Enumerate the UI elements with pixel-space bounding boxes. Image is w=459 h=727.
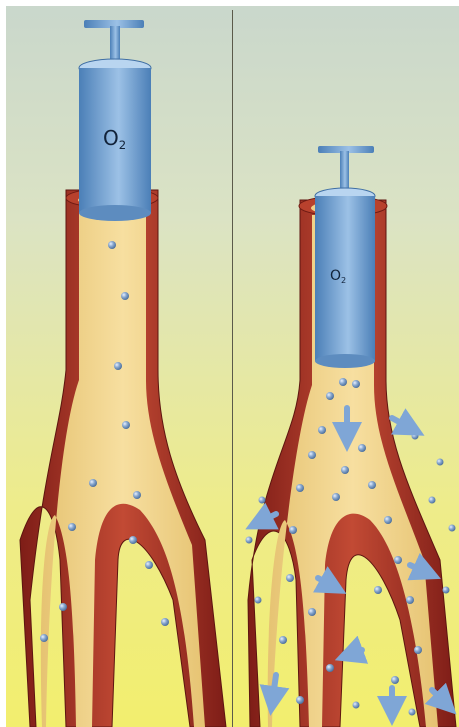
right-syringe-label: O2 <box>330 268 346 285</box>
oxygen-bubble-icon <box>308 451 316 459</box>
oxygen-bubble-icon <box>114 362 122 370</box>
panel-divider <box>232 10 233 727</box>
right-syringe <box>315 146 375 368</box>
oxygen-bubble-icon <box>339 378 347 386</box>
oxygen-bubble-icon <box>296 484 304 492</box>
oxygen-bubble-icon <box>326 392 334 400</box>
oxygen-bubble-icon <box>133 491 141 499</box>
left-syringe-label: O2 <box>103 126 126 152</box>
oxygen-bubble-icon <box>145 561 153 569</box>
oxygen-bubble-icon <box>289 526 297 534</box>
oxygen-bubble-icon <box>59 603 67 611</box>
oxygen-bubble-icon <box>412 433 419 440</box>
oxygen-bubble-icon <box>40 634 48 642</box>
oxygen-bubble-icon <box>353 702 360 709</box>
oxygen-bubble-icon <box>414 646 422 654</box>
oxygen-bubble-icon <box>308 608 316 616</box>
diffusion-arrow-icon <box>272 675 276 704</box>
oxygen-bubble-icon <box>129 536 137 544</box>
oxygen-bubble-icon <box>68 523 76 531</box>
oxygen-bubble-icon <box>352 380 360 388</box>
oxygen-bubble-icon <box>326 664 334 672</box>
oxygen-bubble-icon <box>296 696 304 704</box>
oxygen-bubble-icon <box>332 493 340 501</box>
oxygen-bubble-icon <box>318 426 326 434</box>
oxygen-bubble-icon <box>394 556 402 564</box>
oxygen-bubble-icon <box>391 676 399 684</box>
oxygen-bubble-icon <box>89 479 97 487</box>
oxygen-bubble-icon <box>121 292 129 300</box>
label-sub: 2 <box>119 138 126 152</box>
oxygen-bubble-icon <box>122 421 130 429</box>
oxygen-bubble-icon <box>437 459 444 466</box>
left-syringe <box>79 20 151 221</box>
oxygen-bubble-icon <box>443 587 450 594</box>
oxygen-bubble-icon <box>406 596 414 604</box>
oxygen-bubble-icon <box>259 497 266 504</box>
oxygen-bubble-icon <box>265 687 272 694</box>
oxygen-bubble-icon <box>449 525 456 532</box>
left-artery <box>20 188 226 727</box>
oxygen-bubble-icon <box>255 597 262 604</box>
oxygen-bubble-icon <box>286 574 294 582</box>
oxygen-bubble-icon <box>341 466 349 474</box>
oxygen-bubble-icon <box>279 636 287 644</box>
oxygen-bubble-icon <box>368 481 376 489</box>
oxygen-bubble-icon <box>409 709 416 716</box>
oxygen-bubble-icon <box>246 537 253 544</box>
oxygen-bubble-icon <box>374 586 382 594</box>
oxygen-bubble-icon <box>161 618 169 626</box>
label-o: O <box>103 126 119 150</box>
label-o: O <box>330 268 341 284</box>
diffusion-arrow-icon <box>346 650 362 656</box>
oxygen-bubble-icon <box>384 516 392 524</box>
oxygen-bubble-icon <box>429 497 436 504</box>
diffusion-arrow-icon <box>392 418 414 430</box>
oxygen-bubble-icon <box>108 241 116 249</box>
label-sub: 2 <box>341 275 346 285</box>
oxygen-bubble-icon <box>358 444 366 452</box>
